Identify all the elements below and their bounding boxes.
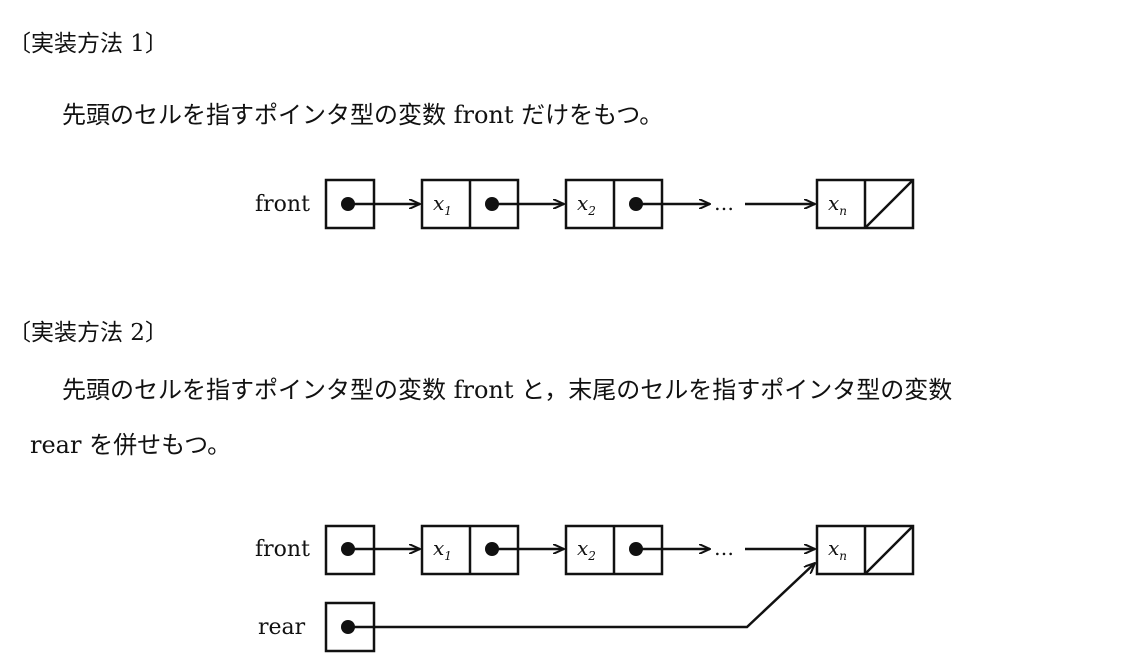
rear-arrow [348, 563, 815, 629]
null-slash [864, 525, 914, 575]
svg-text:xn: xn [828, 536, 847, 563]
method1-description: 先頭のセルを指すポインタ型の変数 front だけをもつ。 [62, 101, 664, 129]
diagram-method1: front x1 x2 … xn [255, 178, 915, 230]
null-slash [864, 179, 914, 229]
svg-text:x2: x2 [577, 536, 596, 563]
svg-text:x2: x2 [577, 191, 596, 218]
method2-description-line1: 先頭のセルを指すポインタ型の変数 front と，末尾のセルを指すポインタ型の変… [62, 376, 953, 404]
ellipsis: … [714, 536, 734, 560]
ellipsis: … [714, 191, 734, 215]
front-label: front [255, 537, 310, 562]
svg-text:xn: xn [828, 191, 847, 218]
method2-heading: 〔実装方法 2〕 [8, 320, 168, 346]
diagram-method2: front x1 x2 … xn rear [255, 524, 915, 653]
rear-label: rear [258, 615, 306, 640]
svg-text:x1: x1 [433, 191, 452, 218]
method1-heading: 〔実装方法 1〕 [8, 31, 168, 57]
method2-description-line2: rear を併せもつ。 [30, 431, 232, 459]
svg-text:x1: x1 [433, 536, 452, 563]
front-label: front [255, 192, 310, 217]
